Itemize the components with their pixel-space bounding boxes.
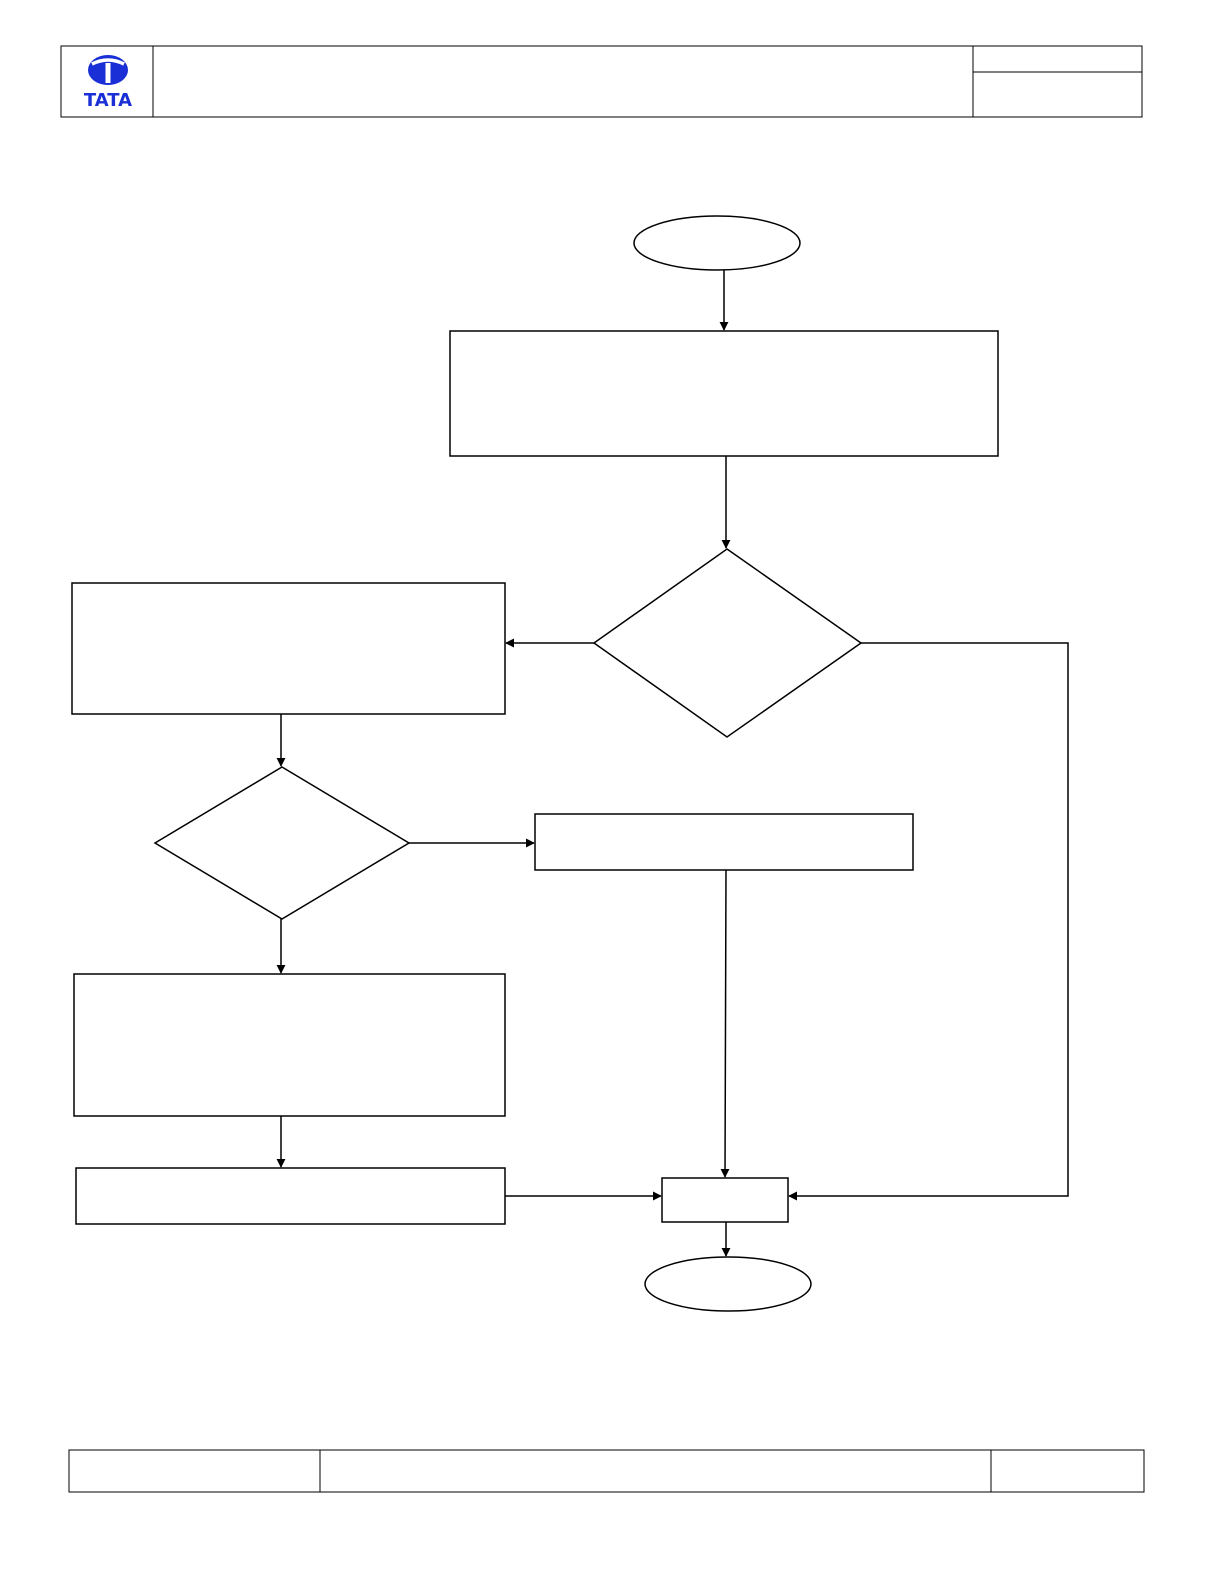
merge-box	[661, 1177, 789, 1223]
process-top	[449, 330, 999, 457]
process-left-bottom-large	[73, 973, 506, 1117]
connector-middle-to-merge	[720, 869, 730, 1178]
footer-right-cell	[990, 1449, 1145, 1493]
connector-decision-to-merge	[788, 642, 1069, 1201]
process-middle-right	[534, 813, 914, 871]
decision-main	[592, 548, 863, 738]
header-frame	[60, 45, 1143, 118]
process-left-bottom-small	[75, 1167, 506, 1225]
header	[60, 45, 1143, 118]
end-terminator	[644, 1256, 812, 1312]
start-terminator	[633, 215, 801, 271]
decision-left	[153, 766, 411, 920]
footer	[68, 1449, 1145, 1493]
logo-wordmark: TATA	[84, 90, 132, 111]
process-left-top	[71, 582, 506, 715]
tata-emblem-icon	[88, 55, 128, 85]
footer-left-cell	[68, 1449, 321, 1493]
tata-logo: TATA	[84, 55, 132, 111]
